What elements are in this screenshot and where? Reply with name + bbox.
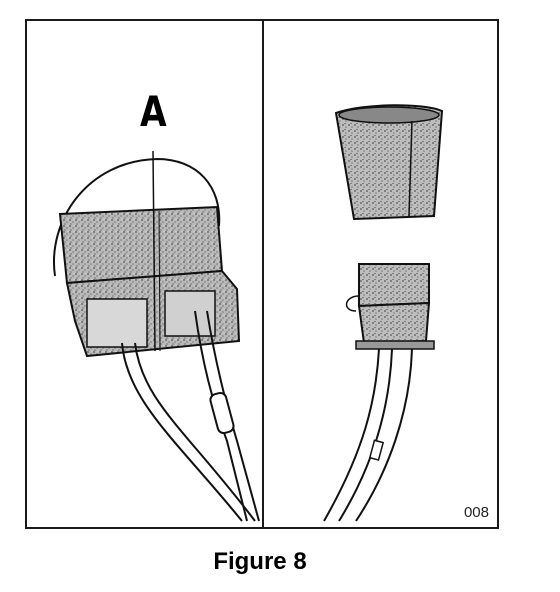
- left-panel: A: [27, 21, 262, 527]
- connector-separated-illustration: [323, 104, 444, 522]
- figure-frame: A: [25, 19, 499, 529]
- figure-number: 008: [463, 504, 489, 521]
- callout-label-a: A: [140, 87, 167, 136]
- figure-caption: Figure 8: [213, 548, 307, 575]
- right-panel: 008: [264, 21, 497, 527]
- connector-detail-illustration: [53, 150, 260, 522]
- panel-divider: [262, 21, 264, 527]
